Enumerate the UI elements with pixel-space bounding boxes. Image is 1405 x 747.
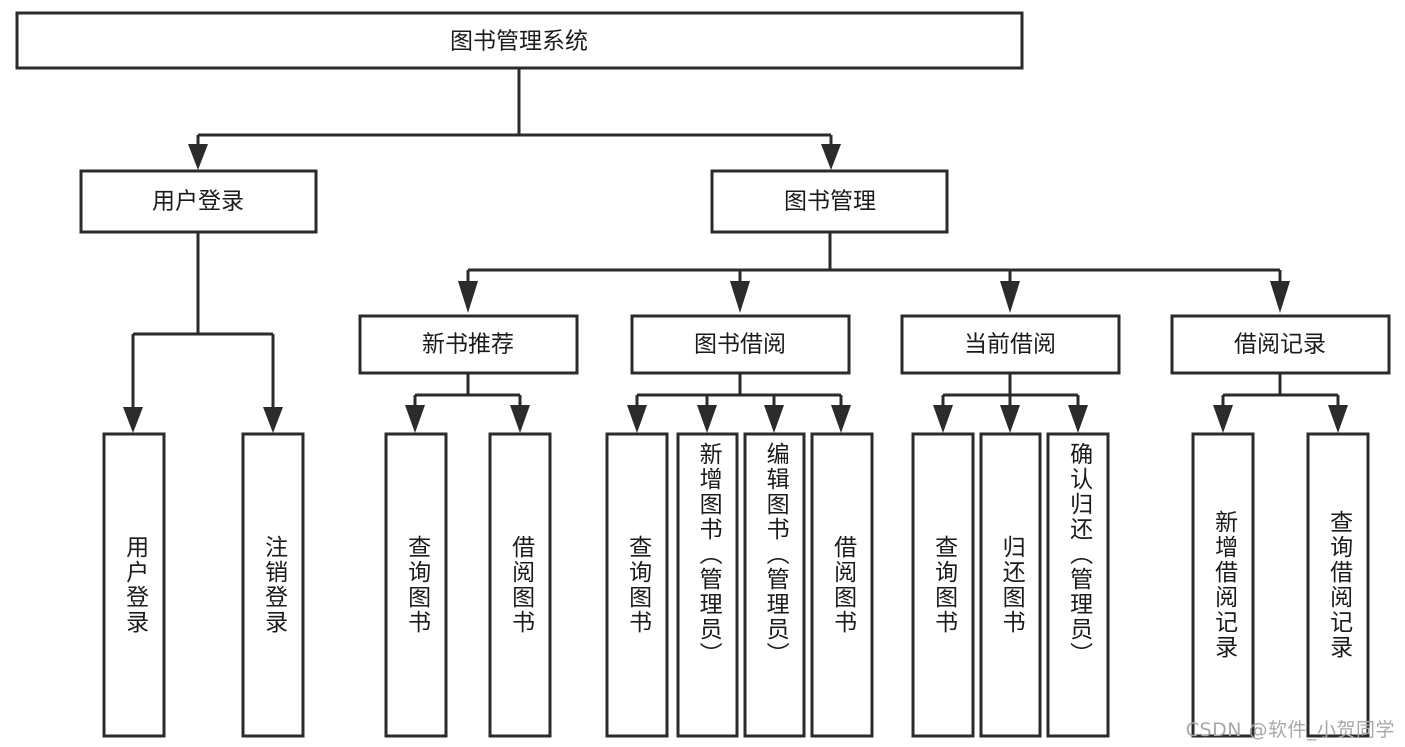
arrow-l3-1-child-3-icon xyxy=(831,405,851,433)
arrow-book-child-1-icon xyxy=(730,281,750,313)
node-level3-1-label: 图书借阅 xyxy=(694,332,786,358)
node-level4-9-label-wrap: 归还图书 xyxy=(981,434,1040,736)
node-level3-1-box[interactable] xyxy=(630,314,851,375)
arrow-book-child-3-icon xyxy=(1270,281,1290,313)
node-level4-12-label: 查询借阅记录 xyxy=(1325,510,1352,660)
node-level4-7-box[interactable] xyxy=(810,432,874,738)
node-level4-11-box[interactable] xyxy=(1191,432,1255,738)
arrow-l3-3-child-1-icon xyxy=(1328,405,1348,433)
arrow-l3-0-child-0-icon xyxy=(405,405,425,433)
node-level4-1-label: 注销登录 xyxy=(260,535,287,635)
node-root-box[interactable] xyxy=(15,11,1024,70)
node-level4-5-label-wrap: 新增图书（管理员） xyxy=(678,434,737,736)
node-level3-3-label: 借阅记录 xyxy=(1234,332,1326,358)
node-level4-9-box[interactable] xyxy=(979,432,1042,738)
node-level4-12-box[interactable] xyxy=(1306,432,1370,738)
node-level4-5-box[interactable] xyxy=(676,432,739,738)
node-level4-6-label-wrap: 编辑图书（管理员） xyxy=(745,434,804,736)
node-level4-1-label-wrap: 注销登录 xyxy=(243,434,303,736)
arrow-l3-2-child-1-icon xyxy=(1000,405,1020,433)
node-level4-8-box[interactable] xyxy=(911,432,975,738)
node-level4-9-label: 归还图书 xyxy=(998,535,1025,635)
node-level2-1-label: 图书管理 xyxy=(784,189,876,215)
arrow-l3-2-child-2-icon xyxy=(1068,405,1088,433)
node-level4-6-box[interactable] xyxy=(743,432,806,738)
node-level4-10-label-wrap: 确认归还（管理员） xyxy=(1048,434,1108,736)
arrow-l3-1-child-2-icon xyxy=(764,405,784,433)
node-level4-0-box[interactable] xyxy=(102,432,166,738)
node-level4-3-label: 借阅图书 xyxy=(507,535,534,635)
node-level4-4-box[interactable] xyxy=(605,432,669,738)
node-level4-1-box[interactable] xyxy=(241,432,305,738)
node-level4-2-box[interactable] xyxy=(384,432,448,738)
arrow-book-child-0-icon xyxy=(458,281,478,313)
arrow-l3-1-child-1-icon xyxy=(697,405,717,433)
node-level3-2-label: 当前借阅 xyxy=(964,332,1056,358)
arrow-root-to-user-icon xyxy=(188,144,208,170)
node-level4-11-label-wrap: 新增借阅记录 xyxy=(1193,434,1253,736)
node-level4-7-label: 借阅图书 xyxy=(829,535,856,635)
node-level4-12-label-wrap: 查询借阅记录 xyxy=(1308,434,1368,736)
node-level4-4-label: 查询图书 xyxy=(624,535,651,635)
node-level4-2-label: 查询图书 xyxy=(403,535,430,635)
node-level4-2-label-wrap: 查询图书 xyxy=(386,434,446,736)
node-level4-4-label-wrap: 查询图书 xyxy=(607,434,667,736)
arrow-root-to-book-icon xyxy=(821,144,841,170)
node-level4-10-box[interactable] xyxy=(1046,432,1110,738)
node-level3-2-box[interactable] xyxy=(900,314,1121,375)
node-level4-11-label: 新增借阅记录 xyxy=(1210,510,1237,660)
arrow-user-child-0-icon xyxy=(123,407,143,433)
node-level3-0-label: 新书推荐 xyxy=(422,332,514,358)
node-level4-6-label: 编辑图书（管理员） xyxy=(762,442,789,667)
node-root-label: 图书管理系统 xyxy=(450,29,588,55)
node-level4-7-label-wrap: 借阅图书 xyxy=(812,434,872,736)
node-level4-10-label: 确认归还（管理员） xyxy=(1065,442,1092,667)
node-level4-3-label-wrap: 借阅图书 xyxy=(490,434,550,736)
node-level4-8-label-wrap: 查询图书 xyxy=(913,434,973,736)
node-level4-0-label: 用户登录 xyxy=(121,535,148,635)
csdn-watermark: CSDN @软件_小贺同学 xyxy=(1185,719,1395,741)
arrow-l3-2-child-0-icon xyxy=(933,405,953,433)
arrow-l3-0-child-1-icon xyxy=(510,405,530,433)
arrow-user-child-1-icon xyxy=(263,407,283,433)
node-level4-5-label: 新增图书（管理员） xyxy=(695,442,722,667)
node-level4-8-label: 查询图书 xyxy=(930,535,957,635)
arrow-book-child-2-icon xyxy=(1000,281,1020,313)
node-level2-0-label: 用户登录 xyxy=(152,189,244,215)
arrow-l3-3-child-0-icon xyxy=(1213,405,1233,433)
node-level4-3-box[interactable] xyxy=(488,432,552,738)
arrow-l3-1-child-0-icon xyxy=(627,405,647,433)
node-level3-0-box[interactable] xyxy=(358,314,579,375)
node-level4-0-label-wrap: 用户登录 xyxy=(104,434,164,736)
